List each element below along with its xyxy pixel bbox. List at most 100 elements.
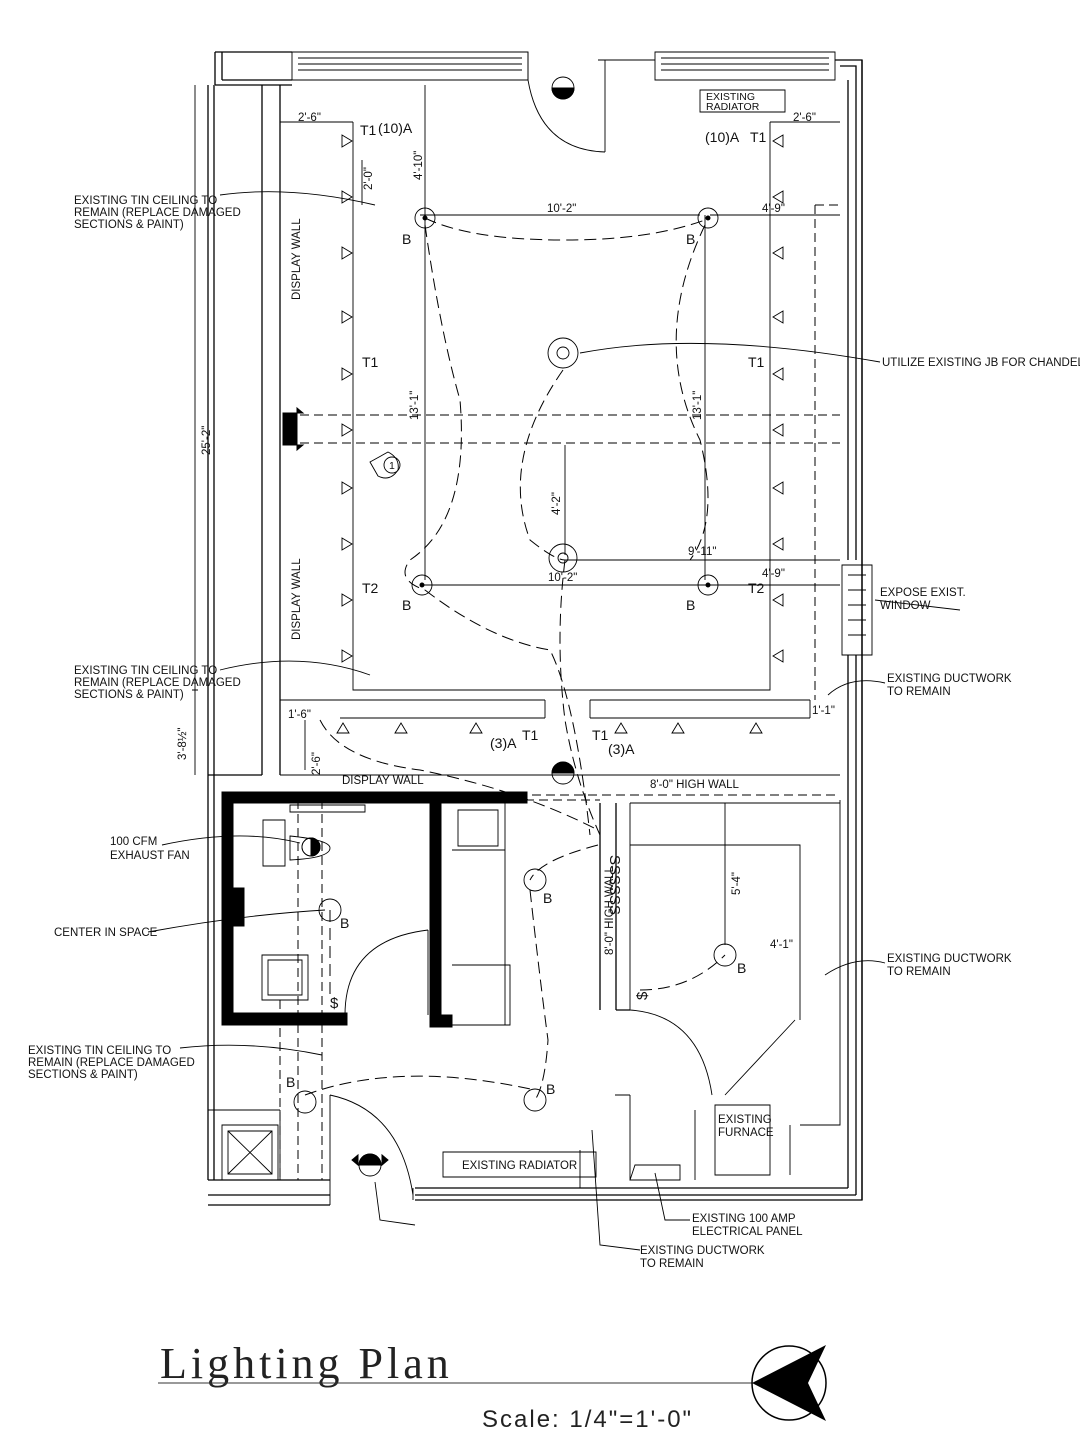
exterior-walls (207, 51, 873, 1206)
exit-light-mid (551, 761, 575, 785)
svg-text:9'-11": 9'-11" (688, 546, 716, 558)
svg-text:B: B (737, 960, 746, 976)
furnace-label: EXISTING (718, 1114, 772, 1126)
exhaust-fan-fixture (301, 837, 321, 857)
radiator-bottom-label: EXISTING RADIATOR (462, 1160, 577, 1172)
svg-text:REMAIN (REPLACE DAMAGED: REMAIN (REPLACE DAMAGED (28, 1057, 195, 1069)
display-track-left (341, 134, 353, 663)
fixture-b-7 (713, 943, 737, 967)
svg-text:(3)A: (3)A (608, 741, 635, 757)
svg-text:10'-2": 10'-2" (547, 203, 576, 215)
svg-text:10'-2": 10'-2" (548, 572, 577, 584)
chandelier-note: UTILIZE EXISTING JB FOR CHANDELIE (882, 357, 1080, 369)
svg-text:B: B (543, 890, 552, 906)
fixture-b-8 (293, 1090, 317, 1114)
expose-window-note: EXPOSE EXIST. (880, 587, 966, 599)
svg-text:T1: T1 (748, 354, 765, 370)
svg-text:TO REMAIN: TO REMAIN (887, 966, 951, 978)
svg-text:1: 1 (389, 460, 395, 472)
svg-text:T1: T1 (362, 354, 379, 370)
svg-text:B: B (402, 231, 411, 247)
svg-text:25'-2": 25'-2" (201, 426, 213, 455)
svg-text:2'-0": 2'-0" (363, 167, 375, 190)
svg-text:3'-8½": 3'-8½" (177, 728, 189, 761)
svg-text:2'-6": 2'-6" (793, 112, 816, 124)
svg-text:1'-1": 1'-1" (812, 705, 835, 717)
tin-ceiling-note-1: EXISTING TIN CEILING TO (74, 195, 217, 207)
svg-text:RADIATOR: RADIATOR (706, 101, 760, 113)
keynote-tag (369, 451, 401, 479)
svg-text:B: B (340, 915, 349, 931)
electrical-panel-note: EXISTING 100 AMP (692, 1213, 796, 1225)
svg-text:4'-9": 4'-9" (762, 568, 785, 580)
svg-text:T1: T1 (360, 122, 377, 138)
ductwork-note-1: EXISTING DUCTWORK (887, 673, 1012, 685)
display-track-bottom (336, 722, 763, 734)
exit-light-bottom (351, 1153, 389, 1177)
svg-text:13'-1": 13'-1" (692, 391, 704, 420)
bathroom (221, 791, 528, 1028)
svg-text:B: B (686, 231, 695, 247)
annotation-notes: EXISTING TIN CEILING TO REMAIN (REPLACE … (28, 195, 1080, 1270)
svg-text:2'-6": 2'-6" (311, 752, 323, 775)
tin-ceiling-note-2: EXISTING TIN CEILING TO (74, 665, 217, 677)
svg-text:B: B (686, 597, 695, 613)
ductwork-note-2: EXISTING DUCTWORK (887, 953, 1012, 965)
svg-text:SECTIONS & PAINT): SECTIONS & PAINT) (74, 689, 184, 701)
pendant-fixture (548, 543, 578, 573)
svg-text:4'-1": 4'-1" (770, 939, 793, 951)
circuit-wiring (304, 217, 726, 1101)
ductwork-note-3: EXISTING DUCTWORK (640, 1245, 765, 1257)
title-block: Lighting Plan Scale: 1/4"=1'-0" (158, 1339, 827, 1433)
svg-text:$: $ (330, 995, 339, 1012)
svg-text:T1: T1 (750, 129, 767, 145)
svg-text:(3)A: (3)A (490, 735, 517, 751)
drawing-title: Lighting Plan (160, 1339, 453, 1388)
svg-text:FURNACE: FURNACE (718, 1127, 774, 1139)
svg-text:B: B (286, 1074, 295, 1090)
exhaust-fan-note: 100 CFM (110, 836, 157, 848)
dimension-labels: 2'-6" 2'-6" 2'-0" 4'-10" 10'-2" 4'-9" 25… (177, 112, 835, 951)
svg-text:REMAIN (REPLACE DAMAGED: REMAIN (REPLACE DAMAGED (74, 207, 241, 219)
tin-ceiling-note-3: EXISTING TIN CEILING TO (28, 1045, 171, 1057)
switch-bank: SSSSSS (606, 855, 623, 915)
svg-text:TO REMAIN: TO REMAIN (887, 686, 951, 698)
svg-text:13'-1": 13'-1" (409, 391, 421, 420)
svg-text:1'-6": 1'-6" (288, 709, 311, 721)
svg-text:WINDOW: WINDOW (880, 600, 931, 612)
room-labels: EXISTING RADIATOR EXISTING RADIATOR EXIS… (291, 91, 774, 1172)
radiator-top-label: EXISTING (706, 91, 755, 103)
north-arrow-icon (751, 1345, 827, 1421)
svg-text:5'-4": 5'-4" (731, 872, 743, 895)
svg-text:4'-10": 4'-10" (413, 151, 425, 180)
high-wall-label-h: 8'-0" HIGH WALL (650, 779, 740, 791)
svg-text:T1: T1 (522, 727, 539, 743)
svg-text:EXHAUST FAN: EXHAUST FAN (110, 850, 190, 862)
svg-text:SECTIONS & PAINT): SECTIONS & PAINT) (74, 219, 184, 231)
svg-text:$: $ (634, 991, 651, 1000)
fixture-b-4 (697, 574, 719, 596)
fixture-b-2 (697, 207, 719, 229)
svg-text:B: B (402, 597, 411, 613)
svg-text:REMAIN (REPLACE DAMAGED: REMAIN (REPLACE DAMAGED (74, 677, 241, 689)
svg-text:(10)A: (10)A (705, 129, 740, 145)
display-track-right (772, 134, 784, 663)
svg-text:4'-9": 4'-9" (762, 203, 785, 215)
fixture-b-3 (411, 574, 433, 596)
svg-text:4'-2": 4'-2" (551, 492, 563, 515)
fixture-b-6 (523, 868, 547, 892)
drawing-scale: Scale: 1/4"=1'-0" (482, 1406, 693, 1433)
leader-lines (147, 191, 961, 1251)
svg-text:TO REMAIN: TO REMAIN (640, 1258, 704, 1270)
svg-text:ELECTRICAL PANEL: ELECTRICAL PANEL (692, 1226, 803, 1238)
svg-text:B: B (546, 1081, 555, 1097)
display-room (192, 85, 840, 796)
svg-text:(10)A: (10)A (378, 120, 413, 136)
mechanical-area (208, 89, 841, 1205)
fixture-b-9 (523, 1088, 547, 1112)
exit-light-top (551, 76, 575, 100)
display-wall-label-2: DISPLAY WALL (291, 558, 303, 640)
svg-text:T2: T2 (748, 580, 765, 596)
fixture-b-1 (414, 207, 436, 229)
